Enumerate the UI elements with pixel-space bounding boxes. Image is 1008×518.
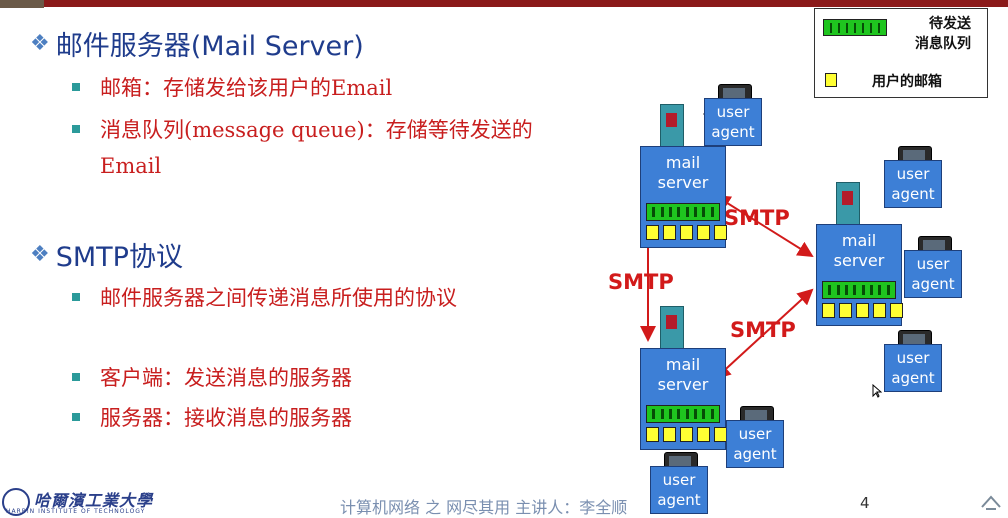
bullet-item: 客户端：发送消息的服务器 bbox=[72, 360, 552, 396]
server-label: mail server bbox=[657, 355, 709, 394]
message-queue-icon bbox=[646, 203, 720, 221]
smtp-label: SMTP bbox=[608, 270, 674, 294]
server-label: mail server bbox=[657, 153, 709, 192]
title-bar bbox=[0, 0, 1008, 7]
user-agent-icon: user agent bbox=[650, 452, 710, 514]
agent-label: user agent bbox=[891, 349, 935, 387]
page-number: 4 bbox=[860, 494, 870, 512]
section-heading-text: 邮件服务器(Mail Server) bbox=[55, 31, 364, 62]
user-agent-icon: user agent bbox=[904, 236, 964, 298]
message-queue-icon bbox=[822, 281, 896, 299]
agent-label: user agent bbox=[911, 255, 955, 293]
diagram-legend: 待发送 消息队列 用户的邮箱 bbox=[814, 8, 988, 98]
course-footer-text: 计算机网络 之 网尽其用 主讲人：李全顺 bbox=[340, 498, 628, 517]
legend-mailbox-label: 用户的邮箱 bbox=[872, 74, 942, 90]
user-agent-icon: user agent bbox=[884, 330, 944, 392]
agent-label: user agent bbox=[891, 165, 935, 203]
diamond-bullet-icon: ❖ bbox=[30, 31, 50, 56]
square-bullet-icon bbox=[72, 413, 80, 421]
square-bullet-icon bbox=[72, 293, 80, 301]
mailboxes bbox=[646, 225, 727, 240]
message-queue-icon bbox=[646, 405, 720, 423]
smtp-label: SMTP bbox=[730, 318, 796, 342]
agent-label: user agent bbox=[711, 103, 755, 141]
presenter-camera-thumbnail bbox=[0, 0, 44, 8]
user-agent-icon: user agent bbox=[726, 406, 786, 468]
bullet-item: 服务器：接收消息的服务器 bbox=[72, 400, 552, 436]
diamond-bullet-icon: ❖ bbox=[30, 242, 50, 267]
square-bullet-icon bbox=[72, 83, 80, 91]
university-name: 哈爾濱工業大學 bbox=[34, 491, 154, 510]
section-heading-smtp: ❖ SMTP协议 bbox=[30, 235, 183, 274]
section-heading-text: SMTP协议 bbox=[55, 242, 183, 273]
mailboxes bbox=[646, 427, 727, 442]
smtp-label: SMTP bbox=[724, 206, 790, 230]
square-bullet-icon bbox=[72, 373, 80, 381]
section-heading-mail-server: ❖ 邮件服务器(Mail Server) bbox=[30, 24, 364, 63]
corner-decoration-icon bbox=[981, 495, 1001, 510]
agent-label: user agent bbox=[733, 425, 777, 463]
message-queue-icon bbox=[823, 19, 887, 36]
mouse-cursor-icon bbox=[872, 384, 882, 398]
server-label: mail server bbox=[833, 231, 885, 270]
agent-label: user agent bbox=[657, 471, 701, 509]
mailboxes bbox=[822, 303, 903, 318]
mailbox-icon bbox=[825, 73, 837, 87]
user-agent-icon: user agent bbox=[884, 146, 944, 208]
bullet-item: 邮件服务器之间传递消息所使用的协议 bbox=[72, 280, 552, 316]
square-bullet-icon bbox=[72, 125, 80, 133]
university-logo: 哈爾濱工業大學 HARBIN INSTITUTE OF TECHNOLOGY bbox=[0, 486, 200, 516]
legend-queue-label: 待发送 消息队列 bbox=[915, 16, 971, 52]
user-agent-icon: user agent bbox=[704, 84, 764, 146]
university-name-english: HARBIN INSTITUTE OF TECHNOLOGY bbox=[6, 508, 146, 515]
bullet-item: 消息队列(message queue)：存储等待发送的Email bbox=[72, 112, 552, 184]
bullet-item: 邮箱：存储发给该用户的Email bbox=[72, 70, 552, 106]
